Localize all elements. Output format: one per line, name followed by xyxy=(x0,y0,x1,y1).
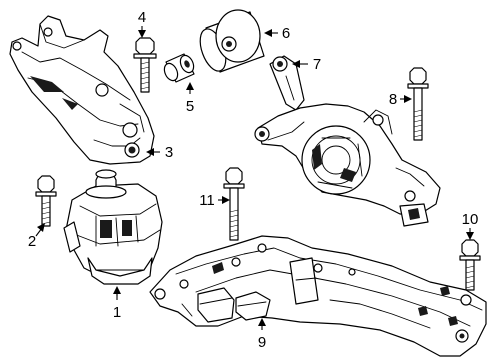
part-2-bolt xyxy=(35,175,57,227)
part-5-bushing xyxy=(163,53,195,83)
callout-label-3: 3 xyxy=(165,144,173,161)
part-7-support-arm xyxy=(254,55,441,227)
part-6-damper xyxy=(199,9,265,73)
callout-label-7: 7 xyxy=(313,56,321,73)
callout-label-6: 6 xyxy=(282,25,290,42)
callout-label-1: 1 xyxy=(113,304,121,321)
callout-9: 9 xyxy=(258,318,266,351)
callout-10: 10 xyxy=(462,211,479,240)
callout-label-5: 5 xyxy=(186,98,194,115)
part-3-mount-bracket xyxy=(9,15,155,165)
part-4-bolt xyxy=(133,37,157,93)
callout-label-8: 8 xyxy=(389,91,397,108)
callout-5: 5 xyxy=(186,82,194,115)
part-8-bolt xyxy=(407,67,429,141)
callout-4: 4 xyxy=(138,9,146,38)
callout-1: 1 xyxy=(113,286,121,321)
part-9-crossmember xyxy=(149,235,487,357)
callout-6: 6 xyxy=(264,25,290,42)
callout-label-9: 9 xyxy=(258,334,266,351)
callout-label-2: 2 xyxy=(28,233,36,250)
callout-label-11: 11 xyxy=(199,192,215,209)
callout-11: 11 xyxy=(199,192,230,209)
callout-7: 7 xyxy=(292,56,321,73)
callout-label-4: 4 xyxy=(138,9,146,26)
part-10-bolt xyxy=(459,239,481,291)
part-1-engine-mount xyxy=(63,169,163,285)
part-11-bolt xyxy=(223,167,245,241)
callout-2: 2 xyxy=(28,223,45,250)
callout-3: 3 xyxy=(146,144,173,161)
callout-label-10: 10 xyxy=(462,211,479,228)
callout-8: 8 xyxy=(389,91,412,108)
